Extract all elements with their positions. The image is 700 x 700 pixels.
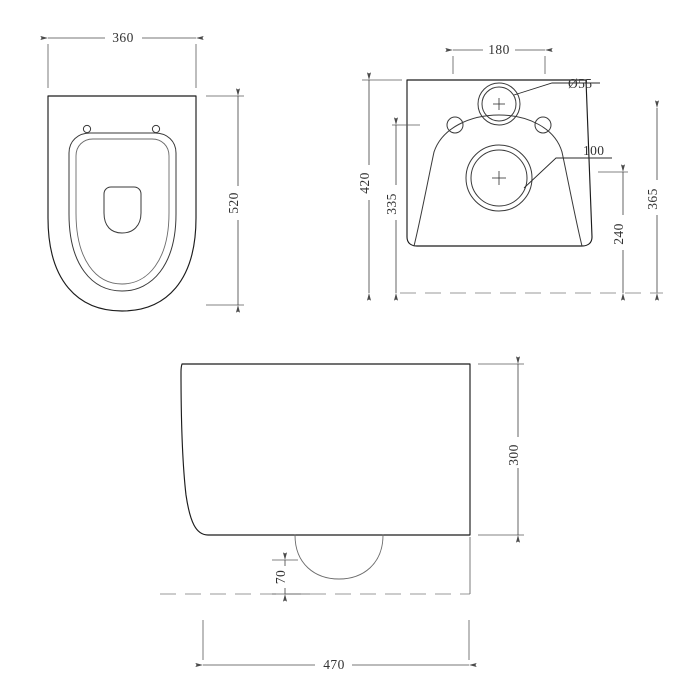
front-flush-inlet-outer-ring [477, 82, 521, 126]
plan-fixing-hole-left [82, 124, 92, 134]
front-waste-outlet-inner-ring [470, 149, 528, 207]
front-waste-outlet-outer-ring [465, 144, 533, 212]
front-fixing-hole-right [534, 116, 552, 134]
plan-pan-outline [47, 95, 197, 312]
side-body-outline [180, 363, 471, 536]
front-dim-label-335: 335 [384, 193, 399, 214]
front-view-group: Ø55 100 180 420 335 240 [357, 42, 663, 301]
front-label-flush-diameter: Ø55 [568, 76, 592, 91]
front-dim-label-420: 420 [357, 172, 372, 193]
front-dim-label-365: 365 [645, 188, 660, 209]
side-outlet-bulge [294, 534, 384, 580]
plan-dim-label-520: 520 [226, 192, 241, 213]
plan-dim-label-360: 360 [112, 30, 133, 45]
side-dim-label-70: 70 [273, 570, 288, 584]
plan-fixing-hole-right [151, 124, 161, 134]
front-bowl-apron [433, 114, 563, 153]
front-left-taper [413, 151, 435, 247]
front-fixing-hole-left [446, 116, 464, 134]
side-view-group: 300 70 470 [160, 356, 524, 672]
side-dim-label-300: 300 [506, 444, 521, 465]
plan-view-group: 360 520 [40, 30, 244, 313]
front-dim-label-240: 240 [611, 223, 626, 244]
plan-seat-ring-inner [75, 138, 170, 285]
front-label-outlet-diameter: 100 [583, 143, 604, 158]
front-dim-label-180: 180 [488, 42, 509, 57]
side-dim-label-470: 470 [323, 657, 344, 672]
front-leader-outlet-diameter [523, 157, 612, 189]
front-leader-flush-diameter [513, 82, 600, 96]
plan-flush-opening [103, 186, 142, 234]
plan-seat-ring-outer [68, 132, 177, 292]
front-flush-inlet-inner-ring [481, 86, 517, 122]
front-right-taper [561, 151, 583, 247]
